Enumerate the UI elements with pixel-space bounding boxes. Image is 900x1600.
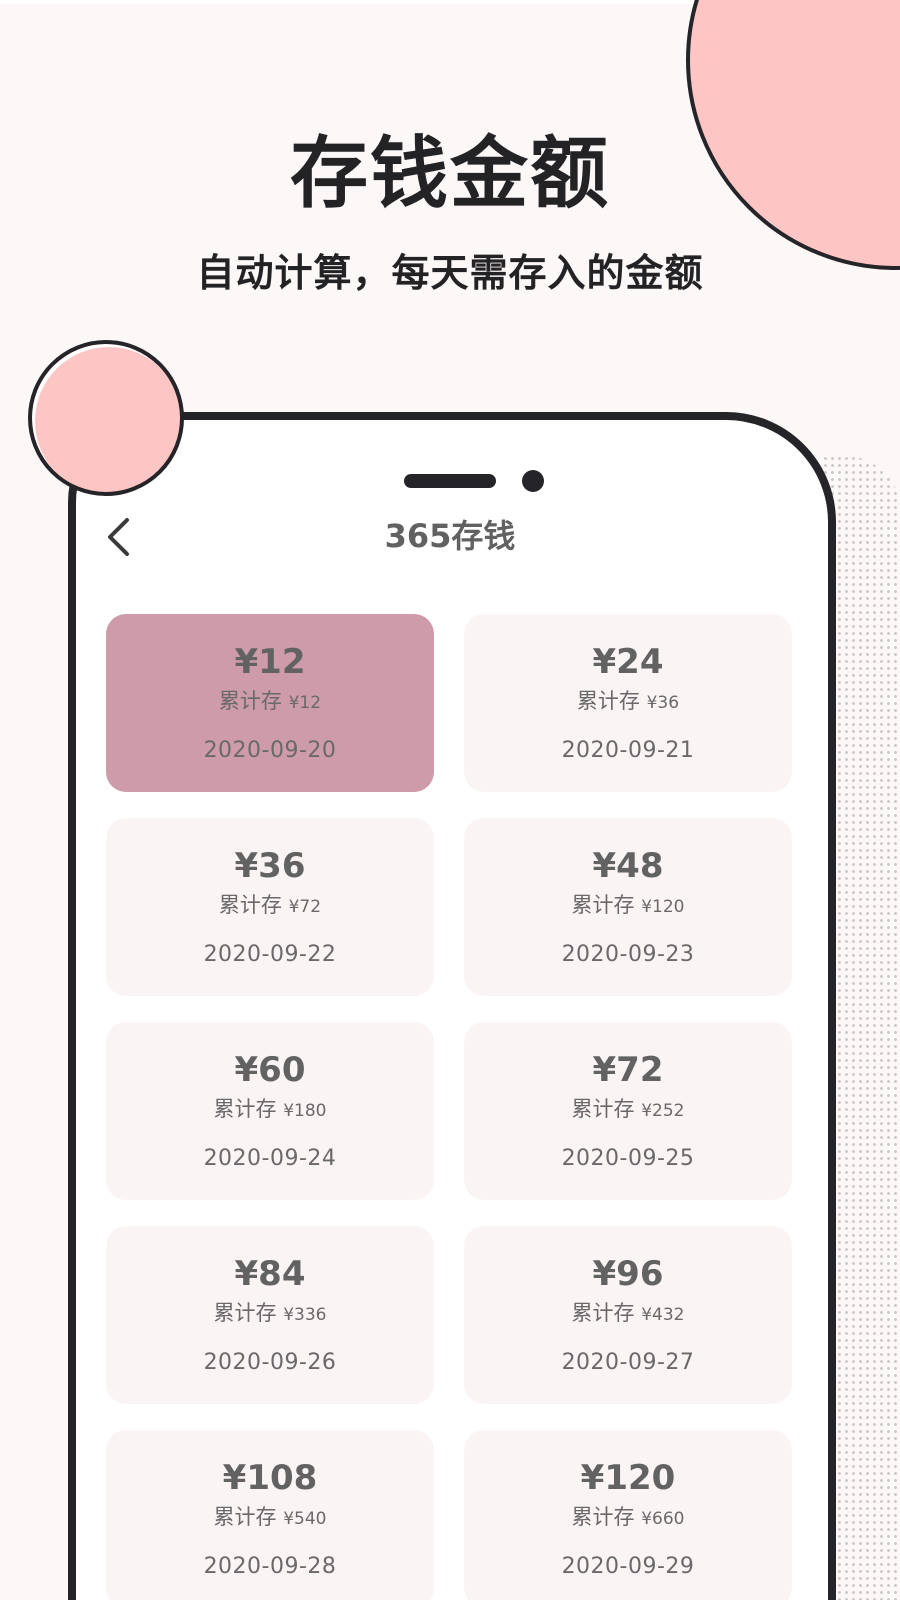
cumulative-label: 累计存 bbox=[213, 1301, 277, 1325]
card-cumulative: 累计存 ¥660 bbox=[572, 1502, 685, 1534]
card-amount: ¥60 bbox=[234, 1050, 306, 1090]
back-button[interactable] bbox=[100, 514, 136, 560]
card-cumulative: 累计存 ¥540 bbox=[214, 1502, 327, 1534]
card-amount: ¥84 bbox=[234, 1254, 306, 1294]
card-cumulative: 累计存 ¥72 bbox=[219, 890, 321, 922]
cumulative-value: ¥180 bbox=[283, 1101, 327, 1121]
savings-card[interactable]: ¥96 累计存 ¥432 2020-09-27 bbox=[464, 1226, 792, 1404]
savings-card[interactable]: ¥48 累计存 ¥120 2020-09-23 bbox=[464, 818, 792, 996]
card-amount: ¥48 bbox=[592, 846, 664, 886]
card-date: 2020-09-20 bbox=[203, 738, 337, 763]
savings-card[interactable]: ¥72 累计存 ¥252 2020-09-25 bbox=[464, 1022, 792, 1200]
cumulative-value: ¥660 bbox=[641, 1509, 685, 1529]
card-amount: ¥120 bbox=[580, 1458, 676, 1498]
card-cumulative: 累计存 ¥252 bbox=[572, 1094, 685, 1126]
cumulative-label: 累计存 bbox=[213, 1097, 277, 1121]
cumulative-value: ¥432 bbox=[641, 1305, 685, 1325]
card-amount: ¥36 bbox=[234, 846, 306, 886]
card-date: 2020-09-22 bbox=[203, 942, 337, 967]
savings-card-grid: ¥12 累计存 ¥12 2020-09-20 ¥24 累计存 ¥36 2020-… bbox=[106, 614, 792, 1600]
card-amount: ¥72 bbox=[592, 1050, 664, 1090]
cumulative-value: ¥12 bbox=[288, 693, 322, 713]
card-cumulative: 累计存 ¥432 bbox=[572, 1298, 685, 1330]
promo-subheadline: 自动计算，每天需存入的金额 bbox=[196, 251, 704, 295]
cumulative-value: ¥252 bbox=[641, 1101, 685, 1121]
card-date: 2020-09-27 bbox=[561, 1350, 695, 1375]
promo-headline: 存钱金额 bbox=[289, 129, 610, 219]
cumulative-label: 累计存 bbox=[571, 1301, 635, 1325]
savings-card[interactable]: ¥12 累计存 ¥12 2020-09-20 bbox=[106, 614, 434, 792]
card-cumulative: 累计存 ¥336 bbox=[214, 1298, 327, 1330]
card-cumulative: 累计存 ¥36 bbox=[577, 686, 679, 718]
top-strip bbox=[0, 0, 900, 4]
cumulative-label: 累计存 bbox=[576, 689, 640, 713]
card-date: 2020-09-25 bbox=[561, 1146, 695, 1171]
cumulative-label: 累计存 bbox=[571, 1505, 635, 1529]
card-date: 2020-09-23 bbox=[561, 942, 695, 967]
cumulative-value: ¥336 bbox=[283, 1305, 327, 1325]
cumulative-value: ¥540 bbox=[283, 1509, 327, 1529]
cumulative-label: 累计存 bbox=[218, 893, 282, 917]
card-date: 2020-09-24 bbox=[203, 1146, 337, 1171]
phone-speaker bbox=[404, 474, 496, 488]
cumulative-label: 累计存 bbox=[571, 1097, 635, 1121]
card-date: 2020-09-26 bbox=[203, 1350, 337, 1375]
savings-card[interactable]: ¥36 累计存 ¥72 2020-09-22 bbox=[106, 818, 434, 996]
card-amount: ¥108 bbox=[222, 1458, 318, 1498]
cumulative-value: ¥36 bbox=[646, 693, 680, 713]
card-cumulative: 累计存 ¥12 bbox=[219, 686, 321, 718]
card-date: 2020-09-28 bbox=[203, 1554, 337, 1579]
savings-card[interactable]: ¥120 累计存 ¥660 2020-09-29 bbox=[464, 1430, 792, 1600]
card-amount: ¥96 bbox=[592, 1254, 664, 1294]
decorative-circle-small bbox=[28, 340, 184, 496]
savings-card[interactable]: ¥108 累计存 ¥540 2020-09-28 bbox=[106, 1430, 434, 1600]
chevron-left-icon bbox=[108, 518, 129, 556]
card-amount: ¥12 bbox=[234, 642, 306, 682]
savings-card[interactable]: ¥60 累计存 ¥180 2020-09-24 bbox=[106, 1022, 434, 1200]
cumulative-value: ¥72 bbox=[288, 897, 322, 917]
cumulative-label: 累计存 bbox=[213, 1505, 277, 1529]
screen-title: 365存钱 bbox=[384, 517, 516, 555]
phone-camera bbox=[522, 470, 544, 492]
cumulative-value: ¥120 bbox=[641, 897, 685, 917]
card-amount: ¥24 bbox=[592, 642, 664, 682]
card-date: 2020-09-21 bbox=[561, 738, 695, 763]
savings-card[interactable]: ¥24 累计存 ¥36 2020-09-21 bbox=[464, 614, 792, 792]
card-cumulative: 累计存 ¥180 bbox=[214, 1094, 327, 1126]
cumulative-label: 累计存 bbox=[218, 689, 282, 713]
card-date: 2020-09-29 bbox=[561, 1554, 695, 1579]
savings-card[interactable]: ¥84 累计存 ¥336 2020-09-26 bbox=[106, 1226, 434, 1404]
card-cumulative: 累计存 ¥120 bbox=[572, 890, 685, 922]
cumulative-label: 累计存 bbox=[571, 893, 635, 917]
